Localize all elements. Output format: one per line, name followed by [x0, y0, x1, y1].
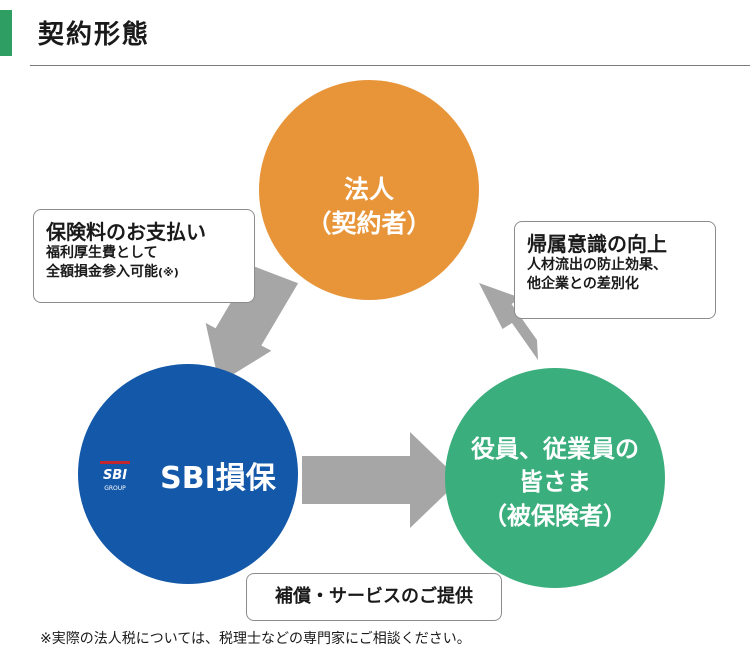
belonging-callout-line1: 人材流出の防止効果、: [527, 257, 667, 273]
premium-callout-line2-text: 全額損金参入可能: [46, 264, 158, 280]
sbi-group-text: GROUP: [104, 485, 126, 492]
sbi-group-logo: SBI GROUP: [100, 461, 130, 492]
premium-callout-line1: 福利厚生費として: [46, 245, 158, 261]
page-title: 契約形態: [38, 20, 151, 50]
corporation-role: （契約者）: [306, 209, 431, 238]
header-divider: [30, 65, 750, 66]
employees-circle: [445, 368, 665, 588]
belonging-callout: 帰属意識の向上 人材流出の防止効果、 他企業との差別化: [514, 221, 716, 319]
employees-honorific: 皆さま: [519, 468, 591, 496]
service-callout: 補償・サービスのご提供: [246, 573, 502, 621]
sbi-logo-text: SBI: [103, 468, 127, 483]
belonging-callout-line2: 他企業との差別化: [527, 276, 639, 292]
premium-payment-callout: 保険料のお支払い 福利厚生費として 全額損金参入可能(※): [33, 209, 255, 303]
belonging-callout-title: 帰属意識の向上: [527, 232, 667, 256]
footnote: ※実際の法人税については、税理士などの専門家にご相談ください。: [40, 631, 471, 647]
insurer-circle: [78, 364, 298, 584]
employees-label: 役員、従業員の: [471, 435, 639, 463]
employees-role: （被保険者）: [483, 502, 627, 530]
arrow-employees-to-corporation: [479, 283, 538, 360]
premium-callout-note-mark: (※): [158, 266, 179, 279]
insurer-name: SBI損保: [160, 461, 277, 496]
premium-callout-line2: 全額損金参入可能(※): [46, 263, 242, 282]
arrow-corporation-to-insurer: [205, 265, 299, 383]
premium-callout-title: 保険料のお支払い: [46, 220, 206, 244]
header-accent-bar: [0, 10, 12, 56]
arrow-insurer-to-employees: [302, 432, 460, 528]
corporation-circle: [259, 80, 479, 300]
corporation-label: 法人: [344, 175, 394, 204]
